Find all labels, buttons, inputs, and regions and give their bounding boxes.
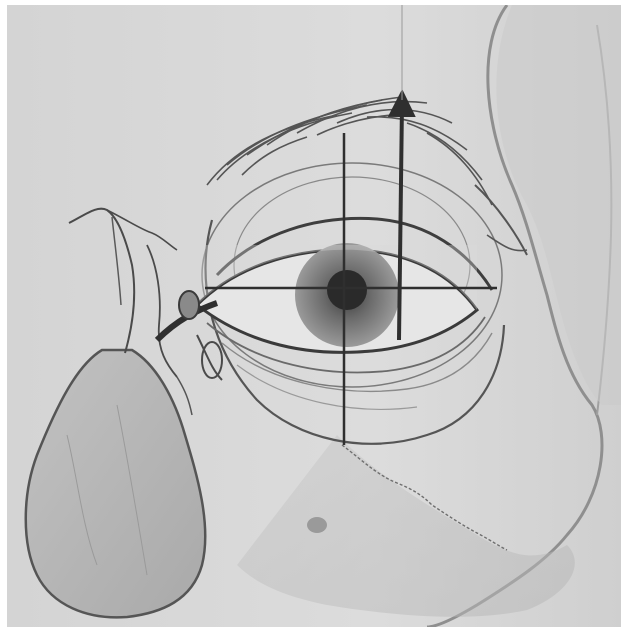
sketch-paper	[7, 5, 621, 627]
pupil	[327, 270, 367, 310]
eye-anatomy-sketch	[7, 5, 621, 627]
cheek-mark	[307, 517, 327, 533]
